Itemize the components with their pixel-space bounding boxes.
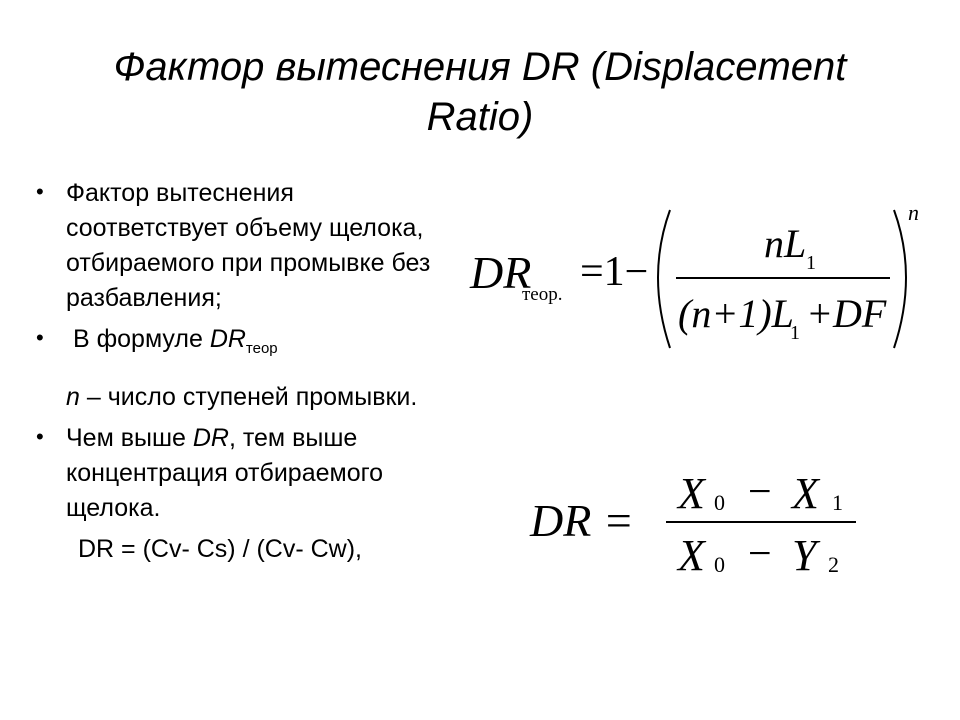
formula1-brackets (657, 209, 907, 349)
formula-dr-definition: DR = X 0 − X 1 X 0 − Y 2 (530, 460, 890, 590)
formula2-den-a: X (678, 531, 705, 580)
formula2-num-b-sub: 1 (832, 490, 843, 515)
formula1-lhs: DR (470, 247, 532, 298)
formula2-lhs: DR = (530, 495, 634, 546)
bullet-list: • Фактор вытеснения соответствует объему… (28, 176, 458, 567)
bullet-item-2-continuation: n – число ступеней промывки. (28, 380, 458, 415)
bullet-text-1: Фактор вытеснения соответствует объему щ… (66, 179, 431, 312)
formula1-denominator-left: (n+1)L (678, 291, 794, 336)
formula2-den-b-sub: 2 (828, 552, 839, 577)
formula2-num-a-sub: 0 (714, 490, 725, 515)
formula2-num-b: X (792, 469, 819, 518)
formula1-numerator: nL (764, 221, 807, 266)
bullet-text-3-rest: , тем выше концентрация отбираемого щело… (66, 424, 384, 522)
formula2-num-a: X (678, 469, 705, 518)
slide-title: Фактор вытеснения DR (Displacement Ratio… (113, 45, 847, 139)
bullet-text-3-prefix: Чем выше (66, 424, 193, 452)
bullet-item-1: • Фактор вытеснения соответствует объему… (28, 176, 458, 316)
formula2-fraction-bar (666, 521, 856, 523)
bullet-text-3-formula: DR = (Cv- Cs) / (Cv- Cw), (78, 535, 362, 563)
formula2-den-a-sub: 0 (714, 552, 725, 577)
bullet-text-3-var: DR (192, 424, 229, 452)
bullet-dot-icon: • (36, 179, 44, 204)
formula1-exponent: n (908, 200, 919, 225)
bullet-text-2-prefix: В формуле (72, 325, 210, 353)
bullet-text-2-n: n (66, 383, 80, 411)
formula1-numerator-sub: 1 (806, 252, 816, 274)
formula1-denominator-sub: 1 (790, 322, 800, 344)
bullet-item-3-formula: DR = (Cv- Cs) / (Cv- Cw), (28, 532, 458, 567)
bullet-item-3: • Чем выше DR, тем выше концентрация отб… (28, 421, 458, 526)
formula-dr-theoretical: DR теор. =1− nL 1 (n+1)L 1 +DF n (470, 196, 930, 366)
bullet-dot-icon: • (36, 325, 44, 350)
bullet-dot-icon: • (36, 424, 44, 449)
bullet-text-2-var: DR (209, 325, 246, 353)
formula1-eq: =1− (580, 249, 649, 295)
formula2-den-minus: − (748, 531, 772, 577)
bullet-item-2: • В формуле DRтеор (28, 322, 458, 366)
formula2-num-minus: − (748, 469, 772, 515)
formula2-den-b: Y (792, 531, 817, 580)
formula1-lhs-sub: теор. (522, 284, 563, 305)
bullet-text-2-rest: – число ступеней промывки. (79, 383, 418, 411)
bullet-text-2-sub: теор (245, 340, 278, 357)
formula1-denominator-right: +DF (806, 291, 887, 336)
